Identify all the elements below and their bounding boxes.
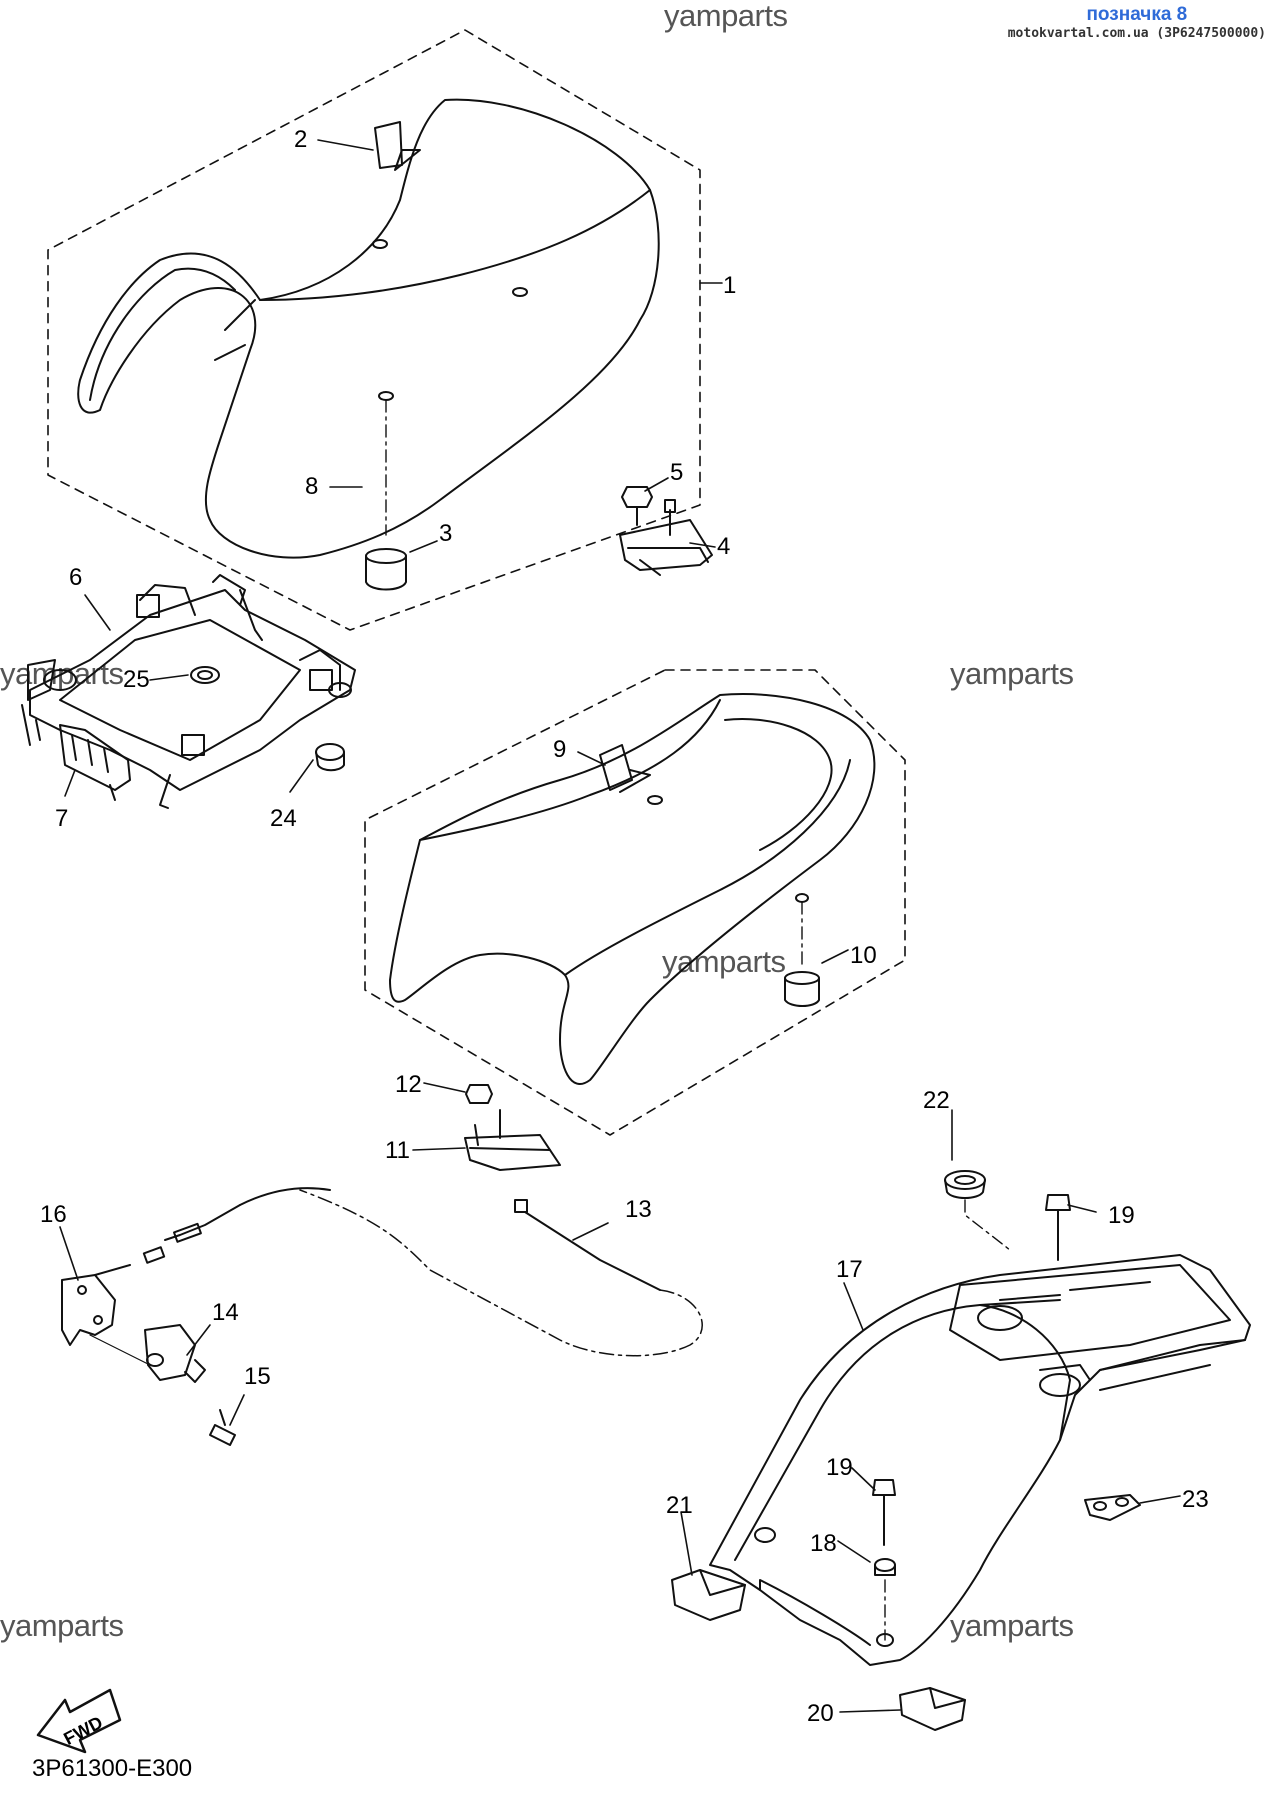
- callout-2: 2: [294, 126, 307, 153]
- callout-labels: 1 2 3 4 5 6 7 8 9 10 11 12 13 14 15 16 1…: [40, 126, 1209, 1727]
- grommet-line: [964, 1199, 1011, 1251]
- part-23-bracket: [1084, 1494, 1141, 1521]
- part-3-damper: [365, 548, 407, 591]
- part-10-damper: [784, 971, 820, 1007]
- watermark: yamparts: [950, 1608, 1074, 1643]
- callout-5: 5: [670, 459, 683, 486]
- callout-11: 11: [385, 1137, 410, 1164]
- source-tag: позначка 8 motokvartal.com.ua (3P6247500…: [1008, 4, 1266, 41]
- callout-6: 6: [69, 564, 82, 591]
- part-7-latch: [59, 724, 131, 801]
- callout-19-lower: 19: [826, 1454, 853, 1481]
- part-12-nut: [465, 1084, 493, 1104]
- watermark: yamparts: [662, 944, 786, 979]
- front-seat: [77, 98, 660, 559]
- rear-seat-group-outline: [364, 669, 906, 1136]
- watermark: yamparts: [0, 1608, 124, 1643]
- tag-label[interactable]: позначка 8: [1086, 4, 1188, 25]
- watermark: yamparts: [950, 656, 1074, 691]
- callout-24: 24: [270, 805, 297, 832]
- part-11-bracket: [464, 1109, 561, 1171]
- part-24-grommet: [315, 743, 345, 772]
- callout-1: 1: [723, 272, 736, 299]
- part-22-grommet: [944, 1170, 986, 1199]
- part-13-cable: [299, 1189, 703, 1357]
- part-5-nut: [621, 486, 653, 526]
- part-25-grommet: [190, 666, 220, 684]
- cable-end: [142, 1187, 331, 1264]
- part-20-pad: [899, 1687, 966, 1731]
- part-14-lock: [89, 1324, 206, 1383]
- callout-3: 3: [439, 520, 452, 547]
- part-6-frame: [21, 574, 356, 809]
- callout-7: 7: [55, 805, 68, 832]
- callout-18: 18: [810, 1530, 837, 1557]
- watermark: yamparts: [664, 0, 788, 33]
- callout-20: 20: [807, 1700, 834, 1727]
- part-21-pad: [671, 1569, 746, 1621]
- callout-19: 19: [1108, 1202, 1135, 1229]
- part-4-bracket: [619, 499, 713, 576]
- callout-22: 22: [923, 1087, 950, 1114]
- callout-4: 4: [717, 533, 730, 560]
- callout-12: 12: [395, 1071, 422, 1098]
- callout-13: 13: [625, 1196, 652, 1223]
- callout-17: 17: [836, 1256, 863, 1283]
- callout-8: 8: [305, 473, 318, 500]
- callout-23: 23: [1182, 1486, 1209, 1513]
- leader-lines: [59, 139, 1181, 1713]
- rear-seat: [389, 693, 876, 1085]
- tag-source: motokvartal.com.ua (3P6247500000): [1007, 26, 1266, 41]
- callout-9: 9: [553, 736, 566, 763]
- part-17-rack: [709, 1254, 1251, 1666]
- callout-25: 25: [123, 666, 150, 693]
- part-19-bolt-lower: [872, 1479, 896, 1546]
- seat-group-outline: [47, 29, 701, 631]
- callout-15: 15: [244, 1363, 271, 1390]
- part-19-bolt: [1045, 1194, 1071, 1261]
- diagram-code: 3P61300-E300: [32, 1755, 193, 1782]
- part-16-plate: [61, 1264, 131, 1346]
- callout-16: 16: [40, 1201, 67, 1228]
- callout-21: 21: [666, 1492, 693, 1519]
- part-18-collar: [874, 1558, 896, 1576]
- fwd-arrow-icon: [36, 1688, 122, 1754]
- fwd-label: FWD: [60, 1712, 106, 1749]
- callout-10: 10: [850, 942, 877, 969]
- part-15-screw: [209, 1409, 236, 1446]
- callout-14: 14: [212, 1299, 239, 1326]
